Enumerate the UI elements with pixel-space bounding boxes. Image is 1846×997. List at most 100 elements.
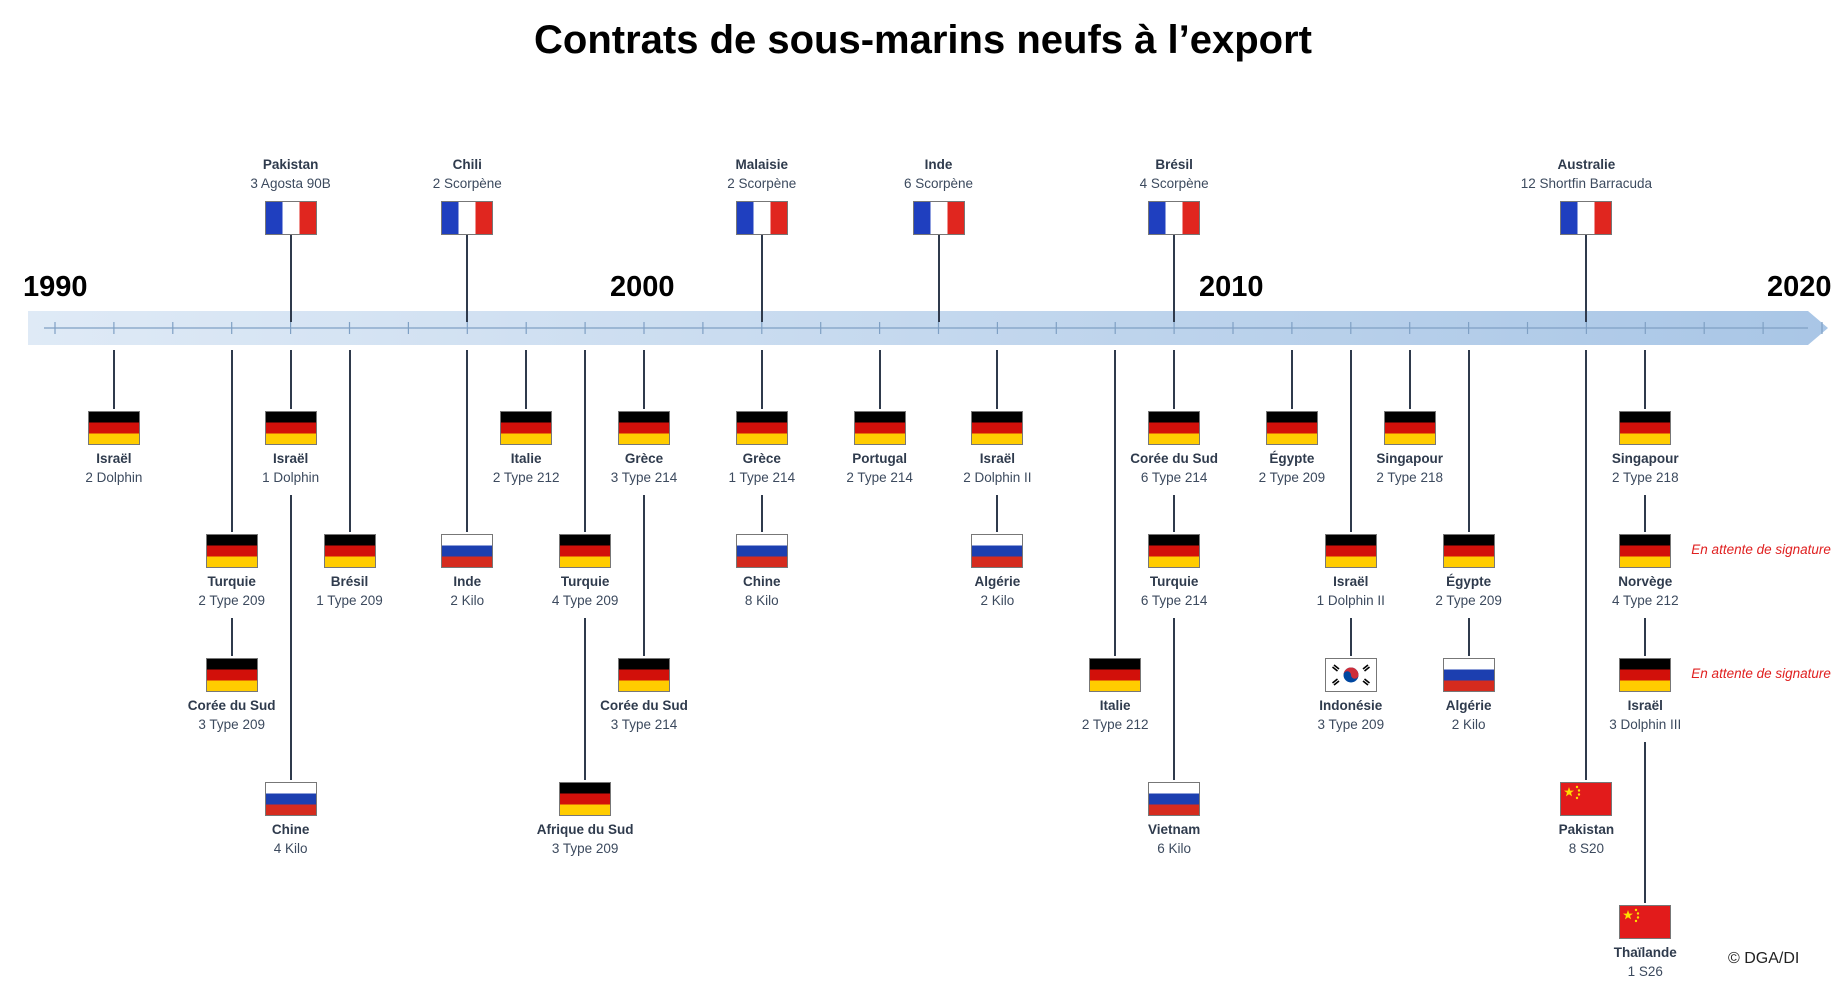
- flag-fr-icon: [1560, 201, 1613, 235]
- connector-line: [1644, 495, 1647, 532]
- contract-detail: 3 Dolphin III: [1609, 717, 1682, 732]
- country-name: Corée du Sud: [187, 698, 276, 713]
- contract-detail: 2 Type 218: [1376, 470, 1443, 485]
- flag-de-icon: [618, 658, 670, 692]
- country-name: Chine: [743, 574, 781, 589]
- connector-line: [289, 350, 292, 409]
- contract-detail: 6 Type 214: [1140, 593, 1208, 608]
- flag-fr-icon: [441, 201, 494, 235]
- contract-label: Égypte 2 Type 209: [1379, 572, 1559, 610]
- contract-detail: 6 Type 214: [1140, 470, 1208, 485]
- flag-de-icon: [1148, 534, 1201, 568]
- flag-de-icon: [1619, 658, 1672, 692]
- country-name: Turquie: [560, 574, 610, 589]
- contract-detail: 2 Type 218: [1612, 470, 1679, 485]
- connector-line: [760, 495, 763, 532]
- flag-de-icon: [735, 411, 788, 445]
- connector-line: [760, 350, 763, 409]
- country-name: Italie: [1099, 698, 1131, 713]
- country-name: Inde: [924, 157, 953, 172]
- flag-ru-icon: [1442, 658, 1495, 692]
- country-name: Corée du Sud: [1130, 451, 1218, 466]
- flag-fr-icon: [264, 201, 317, 235]
- contract-detail: 3 Agosta 90B: [250, 176, 331, 191]
- flag-de-icon: [1148, 411, 1201, 445]
- country-name: Australie: [1557, 157, 1616, 172]
- contract-detail: 4 Type 209: [551, 593, 619, 608]
- country-name: Inde: [453, 574, 482, 589]
- contract-detail: 4 Kilo: [273, 841, 308, 856]
- contract-detail: 4 Scorpène: [1139, 176, 1209, 191]
- country-name: Thaïlande: [1613, 945, 1677, 960]
- flag-de-icon: [853, 411, 906, 445]
- contract-detail: 4 Type 212: [1612, 593, 1679, 608]
- contract-detail: 2 Scorpène: [727, 176, 797, 191]
- connector-line: [584, 618, 587, 780]
- flag-cn-icon: [1560, 782, 1613, 816]
- contract-detail: 2 Kilo: [980, 593, 1015, 608]
- contract-detail: 12 Shortfin Barracuda: [1520, 176, 1653, 191]
- country-name: Brésil: [1155, 157, 1193, 172]
- flag-fr-icon: [1148, 201, 1201, 235]
- contract-detail: 1 S26: [1627, 964, 1663, 979]
- contract-label: Afrique du Sud 3 Type 209: [495, 820, 675, 858]
- contract-label: Thaïlande 1 S26: [1555, 943, 1735, 981]
- contract-detail: 8 S20: [1568, 841, 1605, 856]
- country-name: Norvège: [1618, 574, 1673, 589]
- flag-de-icon: [1383, 411, 1436, 445]
- flag-de-icon: [1324, 534, 1377, 568]
- contract-label: Italie 2 Type 212: [1025, 696, 1205, 734]
- contract-detail: 3 Type 214: [610, 717, 678, 732]
- country-name: Israël: [1333, 574, 1369, 589]
- connector-line: [466, 350, 469, 532]
- connector-line: [289, 235, 292, 322]
- country-name: Brésil: [330, 574, 369, 589]
- country-name: Afrique du Sud: [536, 822, 634, 837]
- country-name: Portugal: [852, 451, 907, 466]
- flag-cn-icon: [1619, 905, 1672, 939]
- contract-detail: 3 Type 209: [551, 841, 619, 856]
- connector-line: [1173, 235, 1176, 322]
- flag-fr-icon: [912, 201, 965, 235]
- contract-label: Chine 8 Kilo: [672, 572, 852, 610]
- flag-de-icon: [1089, 658, 1142, 692]
- contract-detail: 8 Kilo: [744, 593, 779, 608]
- flag-de-icon: [559, 782, 612, 816]
- country-name: Égypte: [1269, 451, 1315, 466]
- flag-de-icon: [500, 411, 553, 445]
- contract-label: Brésil 4 Scorpène: [1084, 155, 1264, 193]
- connector-line: [289, 495, 292, 780]
- flag-kr-icon: [1324, 658, 1377, 692]
- connector-line: [348, 350, 351, 532]
- connector-line: [584, 350, 587, 532]
- contract-label: Norvège 4 Type 212: [1555, 572, 1735, 610]
- connector-line: [937, 235, 940, 322]
- country-name: Turquie: [207, 574, 256, 589]
- contract-detail: 2 Type 212: [492, 470, 560, 485]
- connector-line: [1467, 350, 1470, 532]
- contract-detail: 3 Type 214: [610, 470, 678, 485]
- contract-detail: 2 Type 212: [1081, 717, 1149, 732]
- country-name: Corée du Sud: [600, 698, 688, 713]
- pending-signature-note: En attente de signature: [1691, 666, 1831, 681]
- connector-line: [466, 235, 469, 322]
- connector-line: [230, 618, 233, 656]
- country-name: Égypte: [1446, 574, 1492, 589]
- contract-detail: 2 Type 209: [1435, 593, 1502, 608]
- contract-detail: 2 Kilo: [450, 593, 485, 608]
- flag-ru-icon: [264, 782, 317, 816]
- connector-line: [1349, 618, 1352, 656]
- country-name: Algérie: [1445, 698, 1492, 713]
